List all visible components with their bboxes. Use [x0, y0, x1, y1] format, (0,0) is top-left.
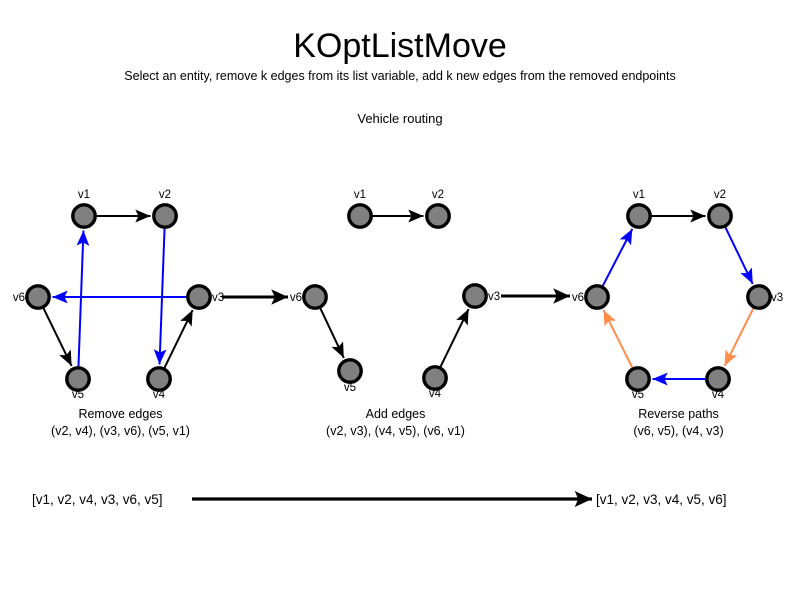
node-reverse-v1[interactable]: v1 [626, 189, 652, 229]
after-list-text: [v1, v2, v3, v4, v5, v6] [596, 492, 727, 507]
edge-remove-v5-to-v1 [76, 230, 90, 367]
before-list-text: [v1, v2, v4, v3, v6, v5] [32, 492, 163, 507]
caption-title-add: Add edges [366, 407, 426, 421]
node-label: v6 [13, 292, 25, 304]
node-label: v3 [771, 292, 783, 304]
node-circle[interactable] [302, 284, 328, 310]
node-circle[interactable] [462, 283, 488, 309]
node-circle[interactable] [746, 284, 772, 310]
edges-layer [42, 209, 755, 386]
node-circle[interactable] [347, 203, 373, 229]
node-circle[interactable] [625, 366, 651, 392]
node-reverse-v2[interactable]: v2 [707, 189, 733, 229]
node-label: v4 [153, 389, 166, 401]
edge-reverse-v6-to-v1 [601, 228, 634, 287]
node-circle[interactable] [584, 284, 610, 310]
node-add-v3[interactable]: v3 [462, 283, 500, 309]
node-reverse-v6[interactable]: v6 [572, 284, 610, 310]
node-circle[interactable] [71, 203, 97, 229]
footer-layer: [v1, v2, v4, v3, v6, v5] [v1, v2, v3, v4,… [32, 491, 727, 507]
node-label: v3 [488, 291, 500, 303]
node-add-v4[interactable]: v4 [422, 365, 448, 400]
node-circle[interactable] [422, 365, 448, 391]
node-circle[interactable] [626, 203, 652, 229]
node-circle[interactable] [425, 203, 451, 229]
domain-label: Vehicle routing [357, 111, 443, 126]
node-label: v5 [632, 389, 644, 401]
node-circle[interactable] [337, 358, 363, 384]
node-reverse-v5[interactable]: v5 [625, 366, 651, 401]
node-label: v2 [432, 189, 444, 201]
edge-add-v6-to-v5 [319, 307, 345, 359]
node-remove-v2[interactable]: v2 [152, 189, 178, 229]
node-circle[interactable] [152, 203, 178, 229]
node-circle[interactable] [25, 284, 51, 310]
edge-reverse-v3-to-v4 [723, 307, 755, 367]
node-label: v6 [572, 292, 584, 304]
caption-sub-add: (v2, v3), (v4, v5), (v6, v1) [326, 424, 465, 438]
node-add-v1[interactable]: v1 [347, 189, 373, 229]
node-remove-v5[interactable]: v5 [65, 366, 91, 401]
node-label: v3 [212, 292, 224, 304]
node-reverse-v3[interactable]: v3 [746, 284, 783, 310]
node-circle[interactable] [186, 284, 212, 310]
node-label: v2 [714, 189, 726, 201]
node-label: v1 [633, 189, 645, 201]
edge-remove-v4-to-v3 [163, 309, 194, 369]
node-reverse-v4[interactable]: v4 [705, 366, 731, 401]
node-add-v6[interactable]: v6 [290, 284, 328, 310]
node-remove-v3[interactable]: v3 [186, 284, 224, 310]
connectors-layer [222, 288, 571, 305]
node-remove-v4[interactable]: v4 [146, 366, 172, 401]
node-label: v5 [72, 389, 84, 401]
edge-add-v4-to-v3 [439, 308, 470, 368]
caption-sub-remove: (v2, v4), (v3, v6), (v5, v1) [51, 424, 190, 438]
caption-sub-reverse: (v6, v5), (v4, v3) [633, 424, 723, 438]
caption-title-remove: Remove edges [78, 407, 162, 421]
edge-reverse-v5-to-v6 [602, 309, 634, 369]
nodes-layer: v1 v2 v3 v4 v5 v6 v1 v2 v3 v4 v5 v6 v1 v2 v3 v4 v5 v6 [13, 189, 783, 401]
edge-reverse-v2-to-v3 [724, 226, 754, 285]
captions-layer: Remove edges (v2, v4), (v3, v6), (v5, v1)… [51, 407, 724, 438]
node-circle[interactable] [705, 366, 731, 392]
node-circle[interactable] [707, 203, 733, 229]
node-label: v1 [78, 189, 90, 201]
node-label: v5 [344, 382, 356, 394]
node-add-v2[interactable]: v2 [425, 189, 451, 229]
caption-title-reverse: Reverse paths [638, 407, 719, 421]
node-label: v1 [354, 189, 366, 201]
node-circle[interactable] [146, 366, 172, 392]
node-add-v5[interactable]: v5 [337, 358, 363, 394]
edge-remove-v6-to-v5 [42, 307, 73, 367]
page-subtitle: Select an entity, remove k edges from it… [124, 69, 676, 83]
node-label: v4 [429, 388, 442, 400]
node-label: v2 [159, 189, 171, 201]
node-remove-v1[interactable]: v1 [71, 189, 97, 229]
page-title: KOptListMove [293, 27, 507, 65]
node-label: v6 [290, 292, 302, 304]
node-circle[interactable] [65, 366, 91, 392]
node-label: v4 [712, 389, 725, 401]
node-remove-v6[interactable]: v6 [13, 284, 51, 310]
